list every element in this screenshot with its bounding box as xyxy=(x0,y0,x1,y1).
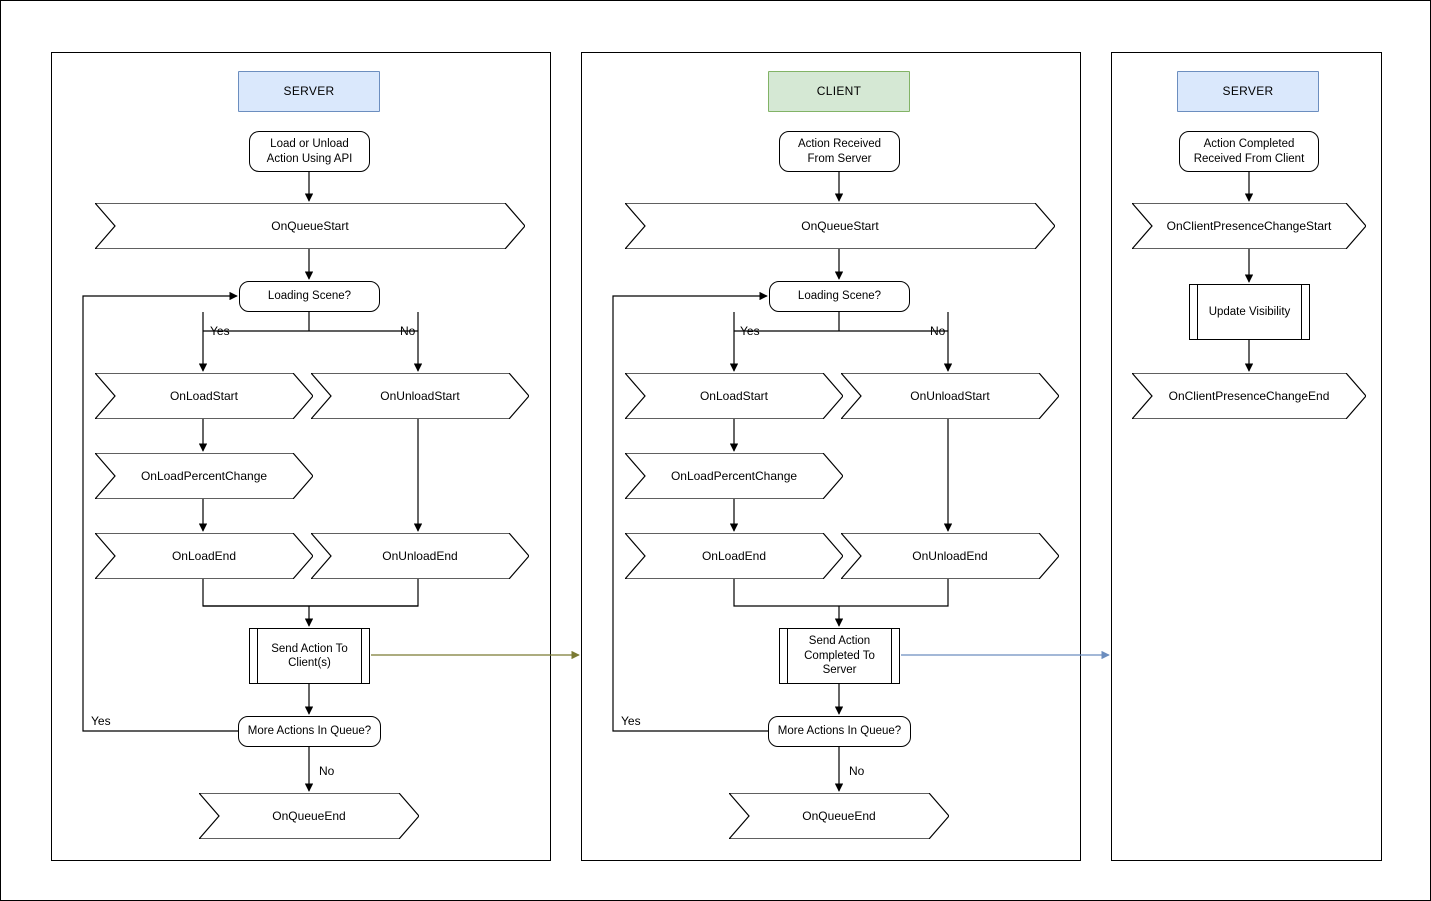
node-client-send-action: Send Action Completed To Server xyxy=(779,628,900,684)
node-label: OnLoadStart xyxy=(169,389,239,403)
chevron-shape xyxy=(95,203,525,249)
node-server-left-load-start: OnLoadStart xyxy=(95,373,313,419)
node-client-load-end: OnLoadEnd xyxy=(625,533,843,579)
node-client-more-actions: More Actions In Queue? xyxy=(768,716,911,747)
node-server-left-queue-start: OnQueueStart xyxy=(95,203,525,249)
node-label: OnUnloadStart xyxy=(910,389,990,403)
chevron-shape xyxy=(1132,203,1366,249)
node-server-left-more-actions: More Actions In Queue? xyxy=(238,716,381,747)
edge-label-server-left-loop-yes: Yes xyxy=(91,714,111,728)
node-label: Loading Scene? xyxy=(267,290,352,303)
node-client-unload-start: OnUnloadStart xyxy=(841,373,1059,419)
chevron-shape xyxy=(199,793,419,839)
edge-label-server-left-exit-no: No xyxy=(319,764,335,778)
node-label: OnQueueEnd xyxy=(272,809,346,823)
edge-label-server-left-no: No xyxy=(400,324,416,338)
node-client-load-percent-change: OnLoadPercentChange xyxy=(625,453,843,499)
node-server-right-presence-start: OnClientPresenceChangeStart xyxy=(1132,203,1366,249)
chevron-shape xyxy=(625,203,1055,249)
node-label: More Actions In Queue? xyxy=(777,725,902,738)
node-server-right-start: Action Completed Received From Client xyxy=(1179,131,1319,172)
node-label: OnLoadStart xyxy=(699,389,769,403)
node-label: OnQueueStart xyxy=(271,219,349,233)
node-label: Action Received From Server xyxy=(797,138,882,165)
node-server-left-start: Load or Unload Action Using API xyxy=(249,131,370,172)
node-label: OnQueueStart xyxy=(801,219,879,233)
chevron-shape xyxy=(841,373,1059,419)
node-label: Send Action Completed To Server xyxy=(804,635,875,677)
node-client-unload-end: OnUnloadEnd xyxy=(841,533,1059,579)
node-label: OnLoadEnd xyxy=(701,549,767,563)
node-label: Loading Scene? xyxy=(797,290,882,303)
node-label: OnLoadEnd xyxy=(171,549,237,563)
edge-label-client-no: No xyxy=(930,324,946,338)
edge-label-server-left-yes: Yes xyxy=(210,324,230,338)
node-server-left-loading-scene: Loading Scene? xyxy=(239,281,380,312)
lane-header-server-left: SERVER xyxy=(238,71,380,112)
node-label: OnUnloadStart xyxy=(380,389,460,403)
node-label: OnLoadPercentChange xyxy=(670,469,798,483)
node-label: Update Visibility xyxy=(1208,305,1291,318)
chevron-shape xyxy=(311,373,529,419)
node-label: OnLoadPercentChange xyxy=(140,469,268,483)
node-label: Action Completed Received From Client xyxy=(1193,138,1305,165)
node-server-right-update-visibility: Update Visibility xyxy=(1189,284,1310,340)
node-label: Send Action To Client(s) xyxy=(271,642,348,669)
edge-label-client-yes: Yes xyxy=(740,324,760,338)
node-server-left-load-end: OnLoadEnd xyxy=(95,533,313,579)
chevron-shape xyxy=(311,533,529,579)
node-label: OnClientPresenceChangeStart xyxy=(1166,219,1332,233)
node-label: Load or Unload Action Using API xyxy=(266,138,353,165)
lane-header-server-right: SERVER xyxy=(1177,71,1319,112)
lane-panel-server-right xyxy=(1111,52,1382,861)
node-label: OnUnloadEnd xyxy=(912,549,988,563)
node-label: More Actions In Queue? xyxy=(247,725,372,738)
lane-header-client: CLIENT xyxy=(768,71,910,112)
node-client-start: Action Received From Server xyxy=(779,131,900,172)
node-server-left-load-percent-change: OnLoadPercentChange xyxy=(95,453,313,499)
node-label: OnClientPresenceChangeEnd xyxy=(1168,389,1330,403)
node-server-left-queue-end: OnQueueEnd xyxy=(199,793,419,839)
node-client-loading-scene: Loading Scene? xyxy=(769,281,910,312)
edge-label-client-exit-no: No xyxy=(849,764,865,778)
node-client-queue-end: OnQueueEnd xyxy=(729,793,949,839)
node-label: OnUnloadEnd xyxy=(382,549,458,563)
edge-label-client-loop-yes: Yes xyxy=(621,714,641,728)
chevron-shape xyxy=(1132,373,1366,419)
node-client-load-start: OnLoadStart xyxy=(625,373,843,419)
node-server-left-send-action: Send Action To Client(s) xyxy=(249,628,370,684)
node-server-right-presence-end: OnClientPresenceChangeEnd xyxy=(1132,373,1366,419)
node-server-left-unload-start: OnUnloadStart xyxy=(311,373,529,419)
node-server-left-unload-end: OnUnloadEnd xyxy=(311,533,529,579)
node-label: OnQueueEnd xyxy=(802,809,876,823)
chevron-shape xyxy=(729,793,949,839)
node-client-queue-start: OnQueueStart xyxy=(625,203,1055,249)
chevron-shape xyxy=(841,533,1059,579)
